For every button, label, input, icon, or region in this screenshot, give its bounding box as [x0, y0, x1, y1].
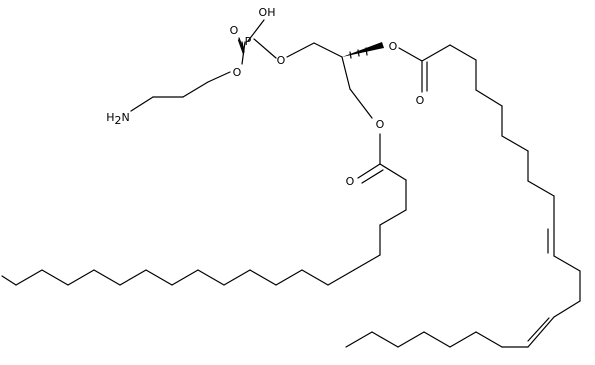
- sn1-acyl-chain: [1, 133, 407, 286]
- stereo-wedge-bond: [342, 42, 384, 57]
- phosphate-group: [237, 19, 277, 65]
- ester-o-sn1-label: O: [376, 118, 385, 131]
- phosphate-oh-label: OH: [259, 6, 276, 19]
- carbonyl-o-sn2-label: O: [416, 94, 425, 107]
- sn2-acyl-chain: [345, 44, 581, 348]
- phosphorus-label: P: [245, 35, 252, 48]
- glycerol-backbone: [286, 42, 373, 119]
- phosphate-ester-o-right-label: O: [277, 54, 286, 67]
- ester-o-sn2-label: O: [389, 40, 398, 53]
- phosphate-ester-o-left-label: O: [233, 66, 242, 79]
- stereo-hash-lines: [349, 47, 368, 59]
- ethanolamine-chain: [130, 71, 231, 112]
- phosphate-oxo-label: O: [230, 24, 239, 37]
- carbonyl-o-sn1-label: O: [346, 175, 355, 188]
- amine-label: H2N: [106, 111, 130, 127]
